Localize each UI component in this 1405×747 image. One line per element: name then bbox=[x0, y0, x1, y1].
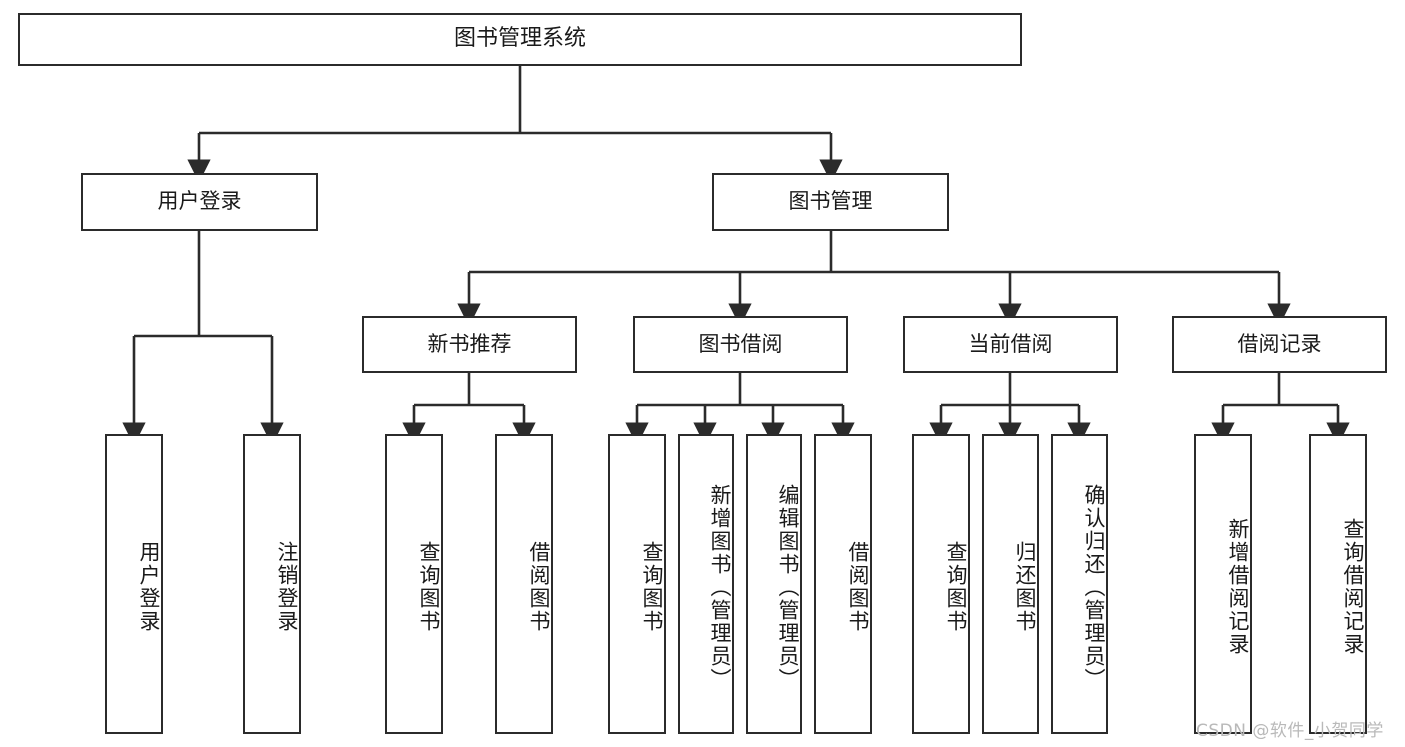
node-leaf-borrow-book-2-label: 借阅图书 bbox=[846, 541, 870, 633]
node-leaf-confirm-return[interactable]: 确认归还（管理员） bbox=[1051, 434, 1108, 734]
node-new-book-rec-label: 新书推荐 bbox=[427, 331, 512, 356]
node-leaf-borrow-book-1-label: 借阅图书 bbox=[527, 541, 551, 633]
node-leaf-confirm-return-label: 确认归还（管理员） bbox=[1082, 483, 1106, 691]
node-user-login[interactable]: 用户登录 bbox=[81, 173, 318, 231]
node-leaf-borrow-book-1[interactable]: 借阅图书 bbox=[495, 434, 553, 734]
node-leaf-query-record-label: 查询借阅记录 bbox=[1341, 518, 1365, 656]
node-leaf-query-book-3-label: 查询图书 bbox=[944, 541, 968, 633]
node-book-borrow-label: 图书借阅 bbox=[698, 331, 783, 356]
node-new-book-rec[interactable]: 新书推荐 bbox=[362, 316, 577, 373]
node-borrow-record-label: 借阅记录 bbox=[1237, 331, 1322, 356]
node-leaf-query-book-2-label: 查询图书 bbox=[640, 541, 664, 633]
node-leaf-query-record[interactable]: 查询借阅记录 bbox=[1309, 434, 1367, 734]
node-leaf-query-book-3[interactable]: 查询图书 bbox=[912, 434, 970, 734]
node-leaf-add-book-label: 新增图书（管理员） bbox=[708, 483, 732, 691]
node-leaf-edit-book-label: 编辑图书（管理员） bbox=[776, 483, 800, 691]
node-leaf-query-book-1[interactable]: 查询图书 bbox=[385, 434, 443, 734]
node-book-manage-label: 图书管理 bbox=[788, 189, 873, 214]
node-leaf-query-book-1-label: 查询图书 bbox=[417, 541, 441, 633]
node-root[interactable]: 图书管理系统 bbox=[18, 13, 1022, 66]
node-leaf-logout[interactable]: 注销登录 bbox=[243, 434, 301, 734]
node-leaf-query-book-2[interactable]: 查询图书 bbox=[608, 434, 666, 734]
node-user-login-label: 用户登录 bbox=[157, 189, 242, 214]
node-leaf-logout-label: 注销登录 bbox=[275, 541, 299, 633]
node-current-borrow[interactable]: 当前借阅 bbox=[903, 316, 1118, 373]
node-borrow-record[interactable]: 借阅记录 bbox=[1172, 316, 1387, 373]
node-leaf-add-record-label: 新增借阅记录 bbox=[1226, 518, 1250, 656]
node-leaf-add-record[interactable]: 新增借阅记录 bbox=[1194, 434, 1252, 734]
watermark-text: CSDN @软件_小贺同学 bbox=[1196, 721, 1384, 741]
node-leaf-borrow-book-2[interactable]: 借阅图书 bbox=[814, 434, 872, 734]
node-leaf-edit-book[interactable]: 编辑图书（管理员） bbox=[746, 434, 802, 734]
node-root-label: 图书管理系统 bbox=[453, 26, 586, 52]
node-leaf-return-book[interactable]: 归还图书 bbox=[982, 434, 1039, 734]
node-book-manage[interactable]: 图书管理 bbox=[712, 173, 949, 231]
node-leaf-user-login-label: 用户登录 bbox=[137, 541, 161, 633]
node-leaf-return-book-label: 归还图书 bbox=[1013, 541, 1037, 633]
node-leaf-add-book[interactable]: 新增图书（管理员） bbox=[678, 434, 734, 734]
node-book-borrow[interactable]: 图书借阅 bbox=[633, 316, 848, 373]
node-current-borrow-label: 当前借阅 bbox=[968, 331, 1053, 356]
node-leaf-user-login[interactable]: 用户登录 bbox=[105, 434, 163, 734]
